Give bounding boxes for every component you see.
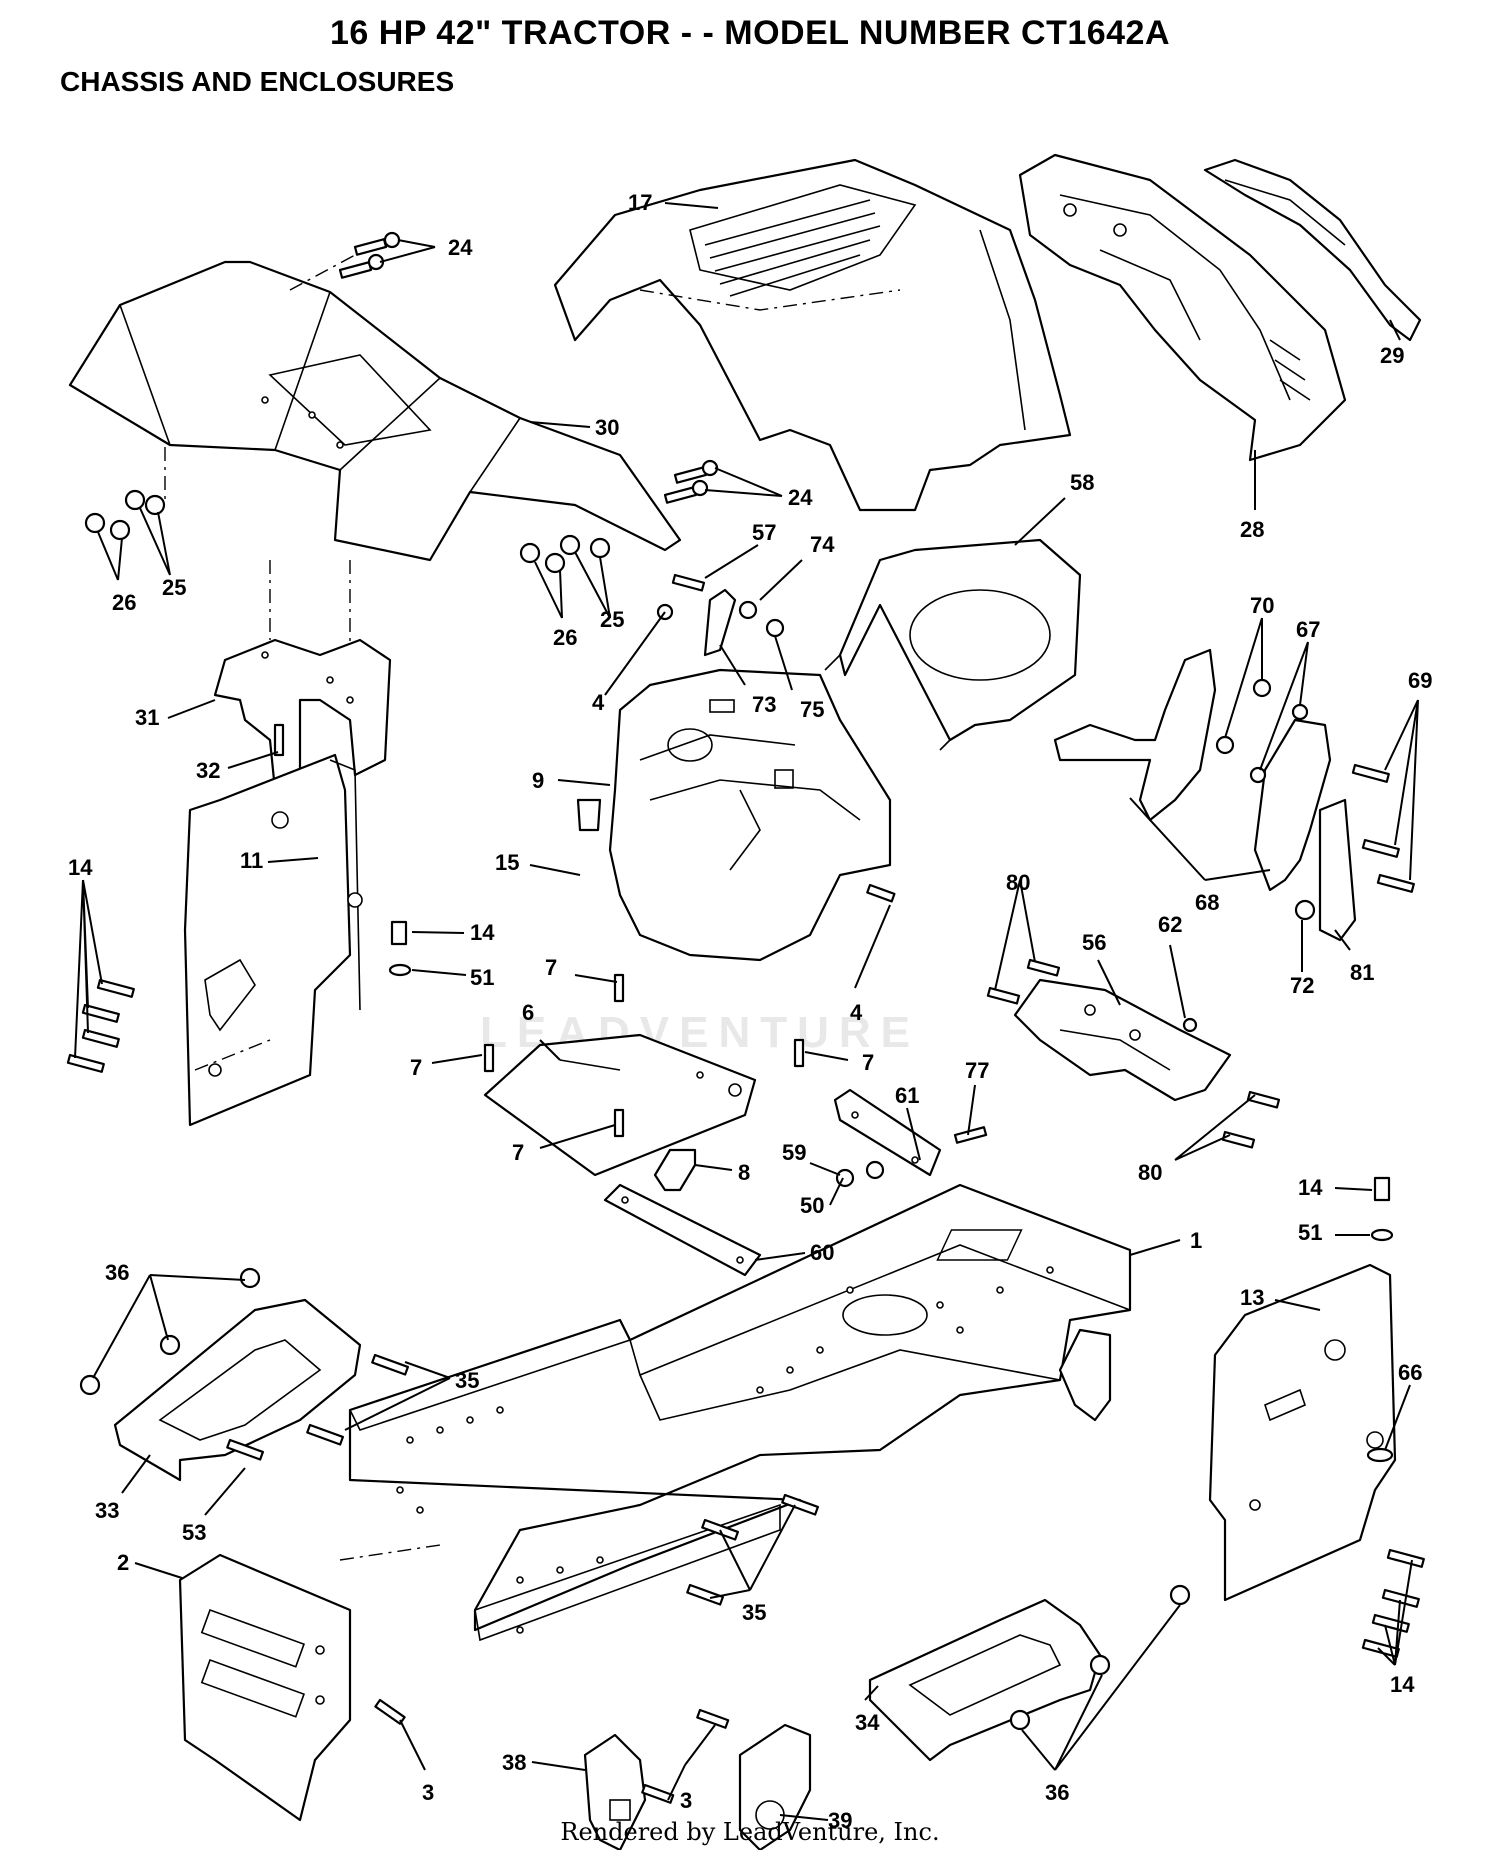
callout-28: 28 bbox=[1240, 517, 1264, 542]
callout-51: 51 bbox=[470, 965, 494, 990]
callout-58: 58 bbox=[1070, 470, 1094, 495]
callout-62: 62 bbox=[1158, 912, 1182, 937]
part-28-grille-housing bbox=[1018, 153, 1347, 462]
callout-6: 6 bbox=[522, 1000, 534, 1025]
leader-lines bbox=[74, 202, 1419, 1821]
callout-68: 68 bbox=[1195, 890, 1219, 915]
part-68-hinge-arms bbox=[1053, 648, 1357, 942]
part-2-front-plate bbox=[178, 1553, 352, 1822]
part-13-side-panel bbox=[1208, 1263, 1397, 1602]
callout-53: 53 bbox=[182, 1520, 206, 1545]
callout-4: 4 bbox=[592, 690, 605, 715]
callout-60: 60 bbox=[810, 1240, 834, 1265]
callout-25: 25 bbox=[600, 607, 624, 632]
callout-38: 38 bbox=[502, 1750, 526, 1775]
part-8-clip bbox=[653, 1148, 697, 1192]
callout-73: 73 bbox=[752, 692, 776, 717]
callout-66: 66 bbox=[1398, 1360, 1422, 1385]
callout-3: 3 bbox=[422, 1780, 434, 1805]
callout-81: 81 bbox=[1350, 960, 1374, 985]
callout-77: 77 bbox=[965, 1058, 989, 1083]
callout-75: 75 bbox=[800, 697, 824, 722]
callout-35: 35 bbox=[742, 1600, 766, 1625]
callout-15: 15 bbox=[495, 850, 519, 875]
part-29-grille-trim bbox=[1203, 158, 1422, 342]
callout-72: 72 bbox=[1290, 973, 1314, 998]
callout-3: 3 bbox=[680, 1788, 692, 1813]
callout-7: 7 bbox=[862, 1050, 874, 1075]
callout-35: 35 bbox=[455, 1368, 479, 1393]
callout-14: 14 bbox=[68, 855, 93, 880]
callout-13: 13 bbox=[1240, 1285, 1264, 1310]
part-17-hood bbox=[553, 158, 1072, 512]
callout-61: 61 bbox=[895, 1083, 919, 1108]
callout-70: 70 bbox=[1250, 593, 1274, 618]
callout-4: 4 bbox=[850, 1000, 863, 1025]
callout-31: 31 bbox=[135, 705, 159, 730]
callout-74: 74 bbox=[810, 532, 835, 557]
callout-32: 32 bbox=[196, 758, 220, 783]
page-title: 16 HP 42" TRACTOR - - MODEL NUMBER CT164… bbox=[329, 14, 1171, 52]
part-30-fender bbox=[68, 254, 682, 650]
callout-30: 30 bbox=[595, 415, 619, 440]
callout-24: 24 bbox=[448, 235, 473, 260]
part-34-footrest bbox=[868, 1598, 1102, 1762]
part-56-plate bbox=[1013, 978, 1232, 1102]
section-subtitle: CHASSIS AND ENCLOSURES bbox=[60, 66, 455, 97]
callout-8: 8 bbox=[738, 1160, 750, 1185]
part-9-console bbox=[608, 668, 892, 962]
callout-51: 51 bbox=[1298, 1220, 1322, 1245]
callout-56: 56 bbox=[1082, 930, 1106, 955]
callout-7: 7 bbox=[545, 955, 557, 980]
part-58-panel bbox=[824, 538, 1082, 751]
callout-17: 17 bbox=[628, 190, 652, 215]
part-11-side-panel bbox=[183, 753, 363, 1127]
callout-39: 39 bbox=[828, 1808, 852, 1833]
callout-80: 80 bbox=[1138, 1160, 1162, 1185]
callout-36: 36 bbox=[105, 1260, 129, 1285]
callout-26: 26 bbox=[112, 590, 136, 615]
callout-11: 11 bbox=[240, 848, 263, 873]
callout-9: 9 bbox=[532, 768, 544, 793]
callout-26: 26 bbox=[553, 625, 577, 650]
callout-7: 7 bbox=[410, 1055, 422, 1080]
part-33-footrest bbox=[113, 1298, 362, 1482]
callout-1: 1 bbox=[1190, 1228, 1202, 1253]
callout-14: 14 bbox=[1298, 1175, 1323, 1200]
callout-29: 29 bbox=[1380, 343, 1404, 368]
part-1-main-frame bbox=[339, 1183, 1132, 1642]
callout-34: 34 bbox=[855, 1710, 880, 1735]
callout-7: 7 bbox=[512, 1140, 524, 1165]
callout-80: 80 bbox=[1006, 870, 1030, 895]
callout-14: 14 bbox=[1390, 1672, 1415, 1697]
callout-50: 50 bbox=[800, 1193, 824, 1218]
callout-24: 24 bbox=[788, 485, 813, 510]
part-38-bracket bbox=[583, 1733, 647, 1850]
footer-credit: Rendered by LeadVenture, Inc. bbox=[560, 1818, 940, 1846]
callout-33: 33 bbox=[95, 1498, 119, 1523]
hardware bbox=[66, 231, 1425, 1804]
callout-36: 36 bbox=[1045, 1780, 1069, 1805]
callout-67: 67 bbox=[1296, 617, 1320, 642]
callout-69: 69 bbox=[1408, 668, 1432, 693]
part-39-bracket bbox=[738, 1723, 812, 1850]
callout-labels: 24 17 29 30 24 28 26 25 58 57 74 26 25 7… bbox=[68, 190, 1432, 1833]
part-61-brace bbox=[833, 1088, 942, 1177]
callout-59: 59 bbox=[782, 1140, 806, 1165]
callout-14: 14 bbox=[470, 920, 495, 945]
part-31-bracket bbox=[213, 638, 392, 792]
part-6-floor-plate bbox=[483, 1033, 757, 1177]
part-60-bar bbox=[603, 1183, 762, 1277]
callout-2: 2 bbox=[117, 1550, 129, 1575]
callout-25: 25 bbox=[162, 575, 186, 600]
callout-57: 57 bbox=[752, 520, 776, 545]
